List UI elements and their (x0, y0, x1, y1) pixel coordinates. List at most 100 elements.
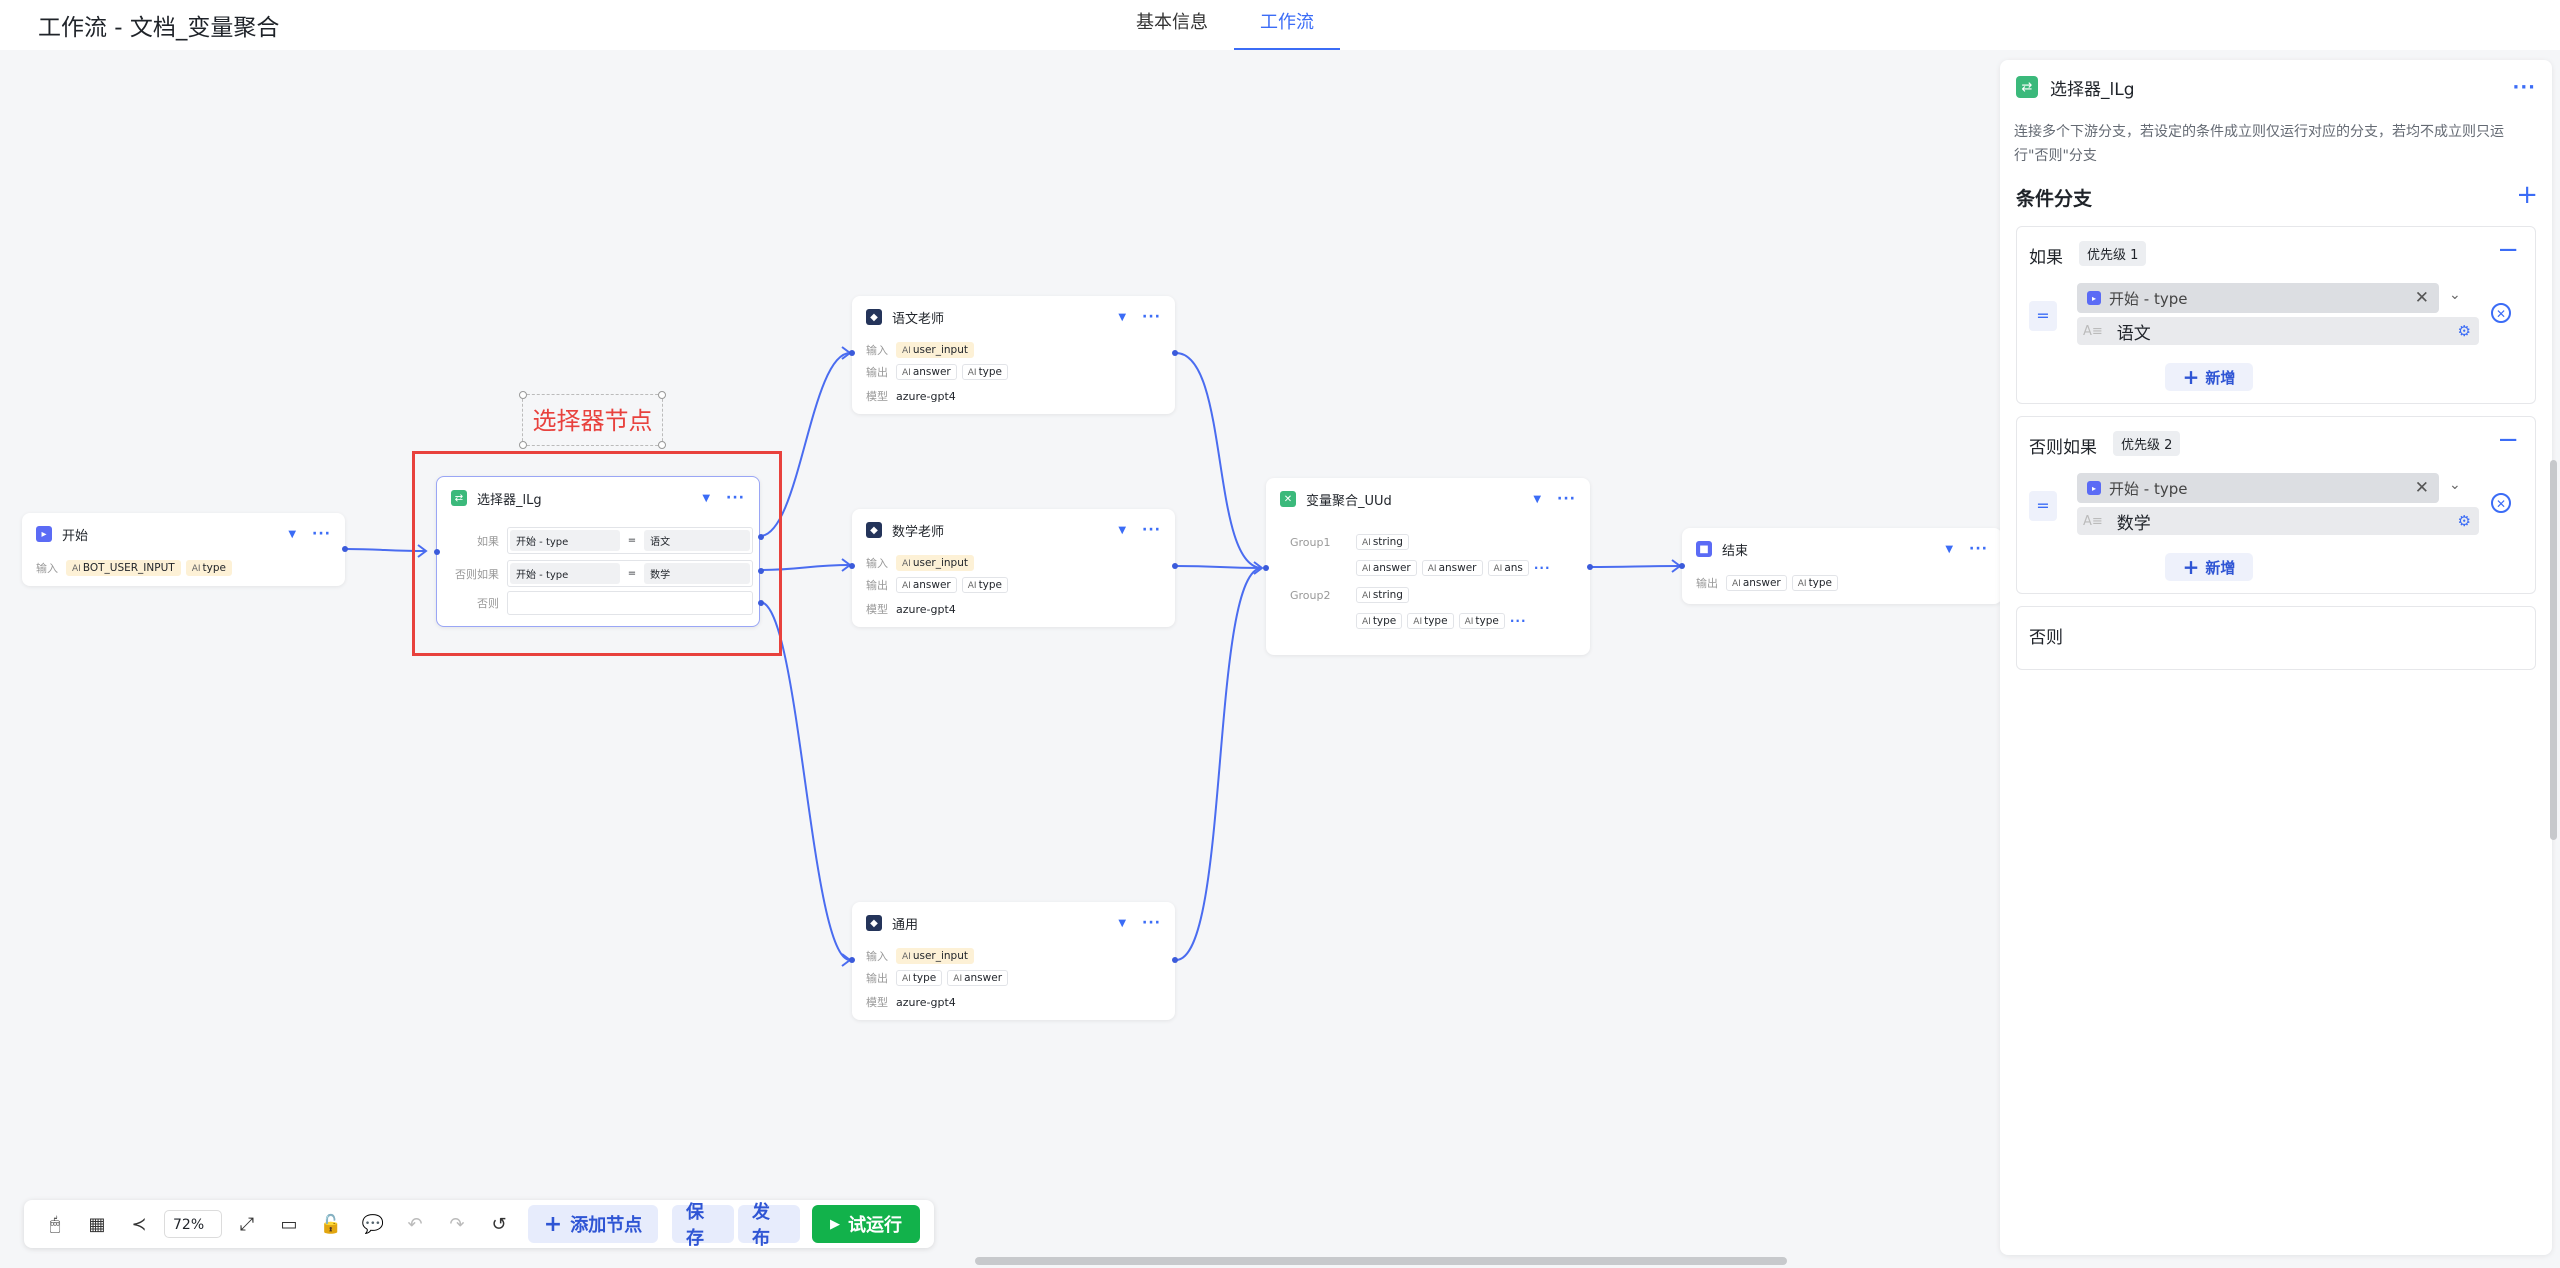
highlight-box (412, 451, 782, 656)
add-node-button[interactable]: +添加节点 (528, 1205, 658, 1243)
collapse-caret-icon[interactable]: ▼ (1118, 917, 1127, 929)
bottom-toolbar: 🖱 ▦ ≺ 72% ⤢ ▭ 🔓 💬 ↶ ↷ ↺ +添加节点 保存 发布 ▶试运行 (24, 1200, 934, 1249)
input-port[interactable] (434, 549, 440, 555)
more-options-icon[interactable]: ··· (1142, 522, 1161, 538)
more-options-icon[interactable]: ··· (1969, 541, 1988, 557)
more-options-icon[interactable]: ··· (2512, 76, 2536, 98)
resize-handle[interactable] (658, 441, 666, 449)
text-type-icon: A≡ (2083, 513, 2103, 529)
clear-icon[interactable]: ✕ (2414, 288, 2429, 308)
vertical-scrollbar[interactable] (2550, 460, 2557, 840)
chevron-down-icon[interactable]: ⌄ (2449, 477, 2461, 493)
output-port[interactable] (1172, 957, 1178, 963)
workflow-canvas[interactable] (0, 50, 2000, 1268)
save-button[interactable]: 保存 (672, 1202, 734, 1249)
trial-run-button[interactable]: ▶试运行 (812, 1205, 920, 1243)
output-port[interactable] (1172, 350, 1178, 356)
more-vars-icon[interactable]: ··· (1509, 614, 1527, 628)
gear-icon[interactable]: ⚙ (2457, 512, 2471, 530)
panel-title: 选择器_lLg (2050, 79, 2135, 100)
more-options-icon[interactable]: ··· (312, 526, 331, 542)
delete-condition-icon[interactable]: ✕ (2491, 303, 2511, 323)
start-node-icon: ▸ (36, 526, 52, 542)
tab-basic-info[interactable]: 基本信息 (1136, 12, 1208, 33)
collapse-caret-icon[interactable]: ▼ (288, 528, 297, 540)
add-condition-button[interactable]: +新增 (2165, 363, 2253, 391)
remove-branch-icon[interactable]: − (2497, 425, 2519, 455)
start-node-icon: ▸ (2087, 291, 2101, 305)
fit-view-icon[interactable]: ⤢ (239, 1213, 255, 1235)
tab-workflow[interactable]: 工作流 (1234, 0, 1340, 50)
branch-else: 否则 (2016, 606, 2536, 670)
input-port[interactable] (1263, 565, 1269, 571)
tab-bar: 基本信息 工作流 (1110, 0, 1340, 50)
history-icon[interactable]: ↺ (491, 1213, 507, 1235)
auto-layout-icon[interactable]: ≺ (131, 1213, 147, 1235)
output-port[interactable] (1587, 564, 1593, 570)
horizontal-scrollbar[interactable] (975, 1257, 1787, 1265)
output-port[interactable] (342, 546, 348, 552)
input-port[interactable] (849, 563, 855, 569)
node-config-panel: ⇄ 选择器_lLg ··· 连接多个下游分支，若设定的条件成立则仅运行对应的分支… (2000, 60, 2552, 1255)
annotation-label[interactable]: 选择器节点 (519, 391, 666, 449)
collapse-caret-icon[interactable]: ▼ (702, 492, 711, 504)
value-input[interactable]: A≡ 数学 ⚙ (2077, 507, 2479, 535)
collapse-caret-icon[interactable]: ▼ (1533, 493, 1542, 505)
node-start-title: 开始 (62, 528, 89, 544)
mouse-icon[interactable]: 🖱 (49, 1213, 61, 1235)
minimap-icon[interactable]: ▦ (88, 1213, 106, 1235)
llm-node-icon: ◆ (866, 522, 882, 538)
branch-if: 如果 优先级 1 − = ▸ 开始 - type ✕ ⌄ A≡ 语文 ⚙ ✕ +… (2016, 226, 2536, 404)
start-node-icon: ▸ (2087, 481, 2101, 495)
zoom-select[interactable]: 72% (164, 1210, 222, 1238)
elif-port[interactable] (758, 568, 764, 574)
operator-select[interactable]: = (2029, 301, 2057, 331)
input-port[interactable] (849, 957, 855, 963)
resize-handle[interactable] (519, 391, 527, 399)
input-port[interactable] (1679, 563, 1685, 569)
lock-icon[interactable]: 🔓 (319, 1213, 343, 1235)
chevron-down-icon[interactable]: ⌄ (2449, 287, 2461, 303)
more-vars-icon[interactable]: ··· (1533, 561, 1551, 575)
variable-select[interactable]: ▸ 开始 - type ✕ (2077, 473, 2439, 503)
collapse-caret-icon[interactable]: ▼ (1118, 311, 1127, 323)
input-port[interactable] (849, 350, 855, 356)
node-selector[interactable]: ⇄ 选择器_lLg ▼ ··· 如果 开始 - type = 语文 否则如果 开… (434, 476, 764, 627)
add-branch-icon[interactable]: + (2516, 180, 2538, 210)
aggregate-node-icon: ✕ (1280, 491, 1296, 507)
branch-else-if: 否则如果 优先级 2 − = ▸ 开始 - type ✕ ⌄ A≡ 数学 ⚙ ✕… (2016, 416, 2536, 594)
more-options-icon[interactable]: ··· (1142, 309, 1161, 325)
undo-icon[interactable]: ↶ (407, 1213, 423, 1235)
text-type-icon: A≡ (2083, 323, 2103, 339)
remove-branch-icon[interactable]: − (2497, 235, 2519, 265)
collapse-caret-icon[interactable]: ▼ (1945, 543, 1954, 555)
collapse-caret-icon[interactable]: ▼ (1118, 524, 1127, 536)
end-node-icon: ■ (1696, 541, 1712, 557)
delete-condition-icon[interactable]: ✕ (2491, 493, 2511, 513)
add-condition-button[interactable]: +新增 (2165, 553, 2253, 581)
clear-icon[interactable]: ✕ (2414, 478, 2429, 498)
gear-icon[interactable]: ⚙ (2457, 322, 2471, 340)
else-port[interactable] (758, 600, 764, 606)
comment-icon[interactable]: 💬 (361, 1213, 385, 1235)
more-options-icon[interactable]: ··· (1142, 915, 1161, 931)
if-port[interactable] (758, 534, 764, 540)
redo-icon[interactable]: ↷ (449, 1213, 465, 1235)
publish-button[interactable]: 发布 (738, 1202, 800, 1249)
more-options-icon[interactable]: ··· (726, 490, 745, 506)
preview-icon[interactable]: ▭ (280, 1213, 298, 1235)
operator-select[interactable]: = (2029, 491, 2057, 521)
resize-handle[interactable] (658, 391, 666, 399)
variable-select[interactable]: ▸ 开始 - type ✕ (2077, 283, 2439, 313)
output-port[interactable] (1172, 563, 1178, 569)
priority-badge: 优先级 2 (2113, 431, 2181, 456)
value-input[interactable]: A≡ 语文 ⚙ (2077, 317, 2479, 345)
resize-handle[interactable] (519, 441, 527, 449)
more-options-icon[interactable]: ··· (1557, 491, 1576, 507)
